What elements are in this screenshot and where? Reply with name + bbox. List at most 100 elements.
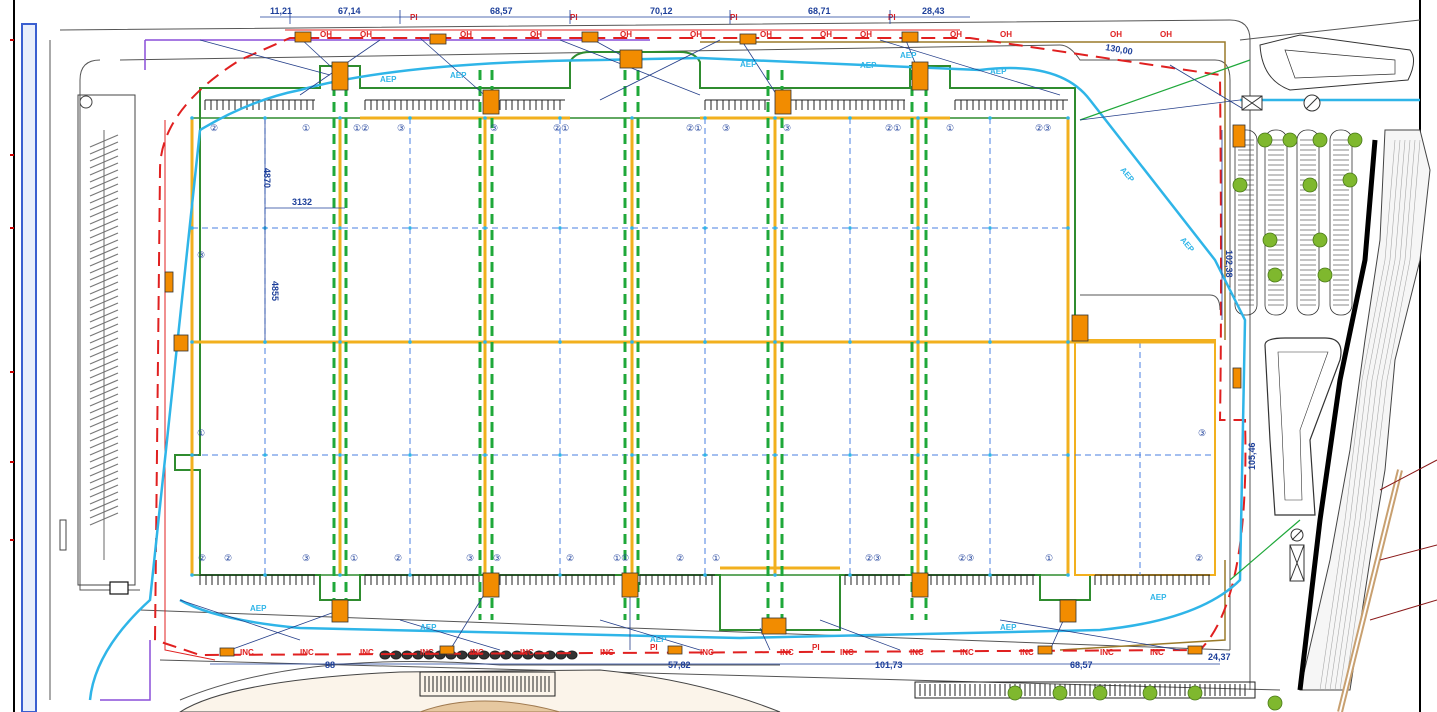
loading-dock-strips — [199, 99, 1210, 585]
vehicle-symbol — [500, 650, 512, 660]
contour-line — [1339, 139, 1416, 691]
top-right-diagonal-dimension: 130,00 — [1105, 42, 1134, 57]
dock-number-top: ③ — [490, 123, 498, 133]
parking-stall-line — [89, 498, 119, 512]
drainage-link — [819, 619, 901, 651]
parking-stall-line — [89, 393, 119, 407]
column-point — [408, 453, 412, 457]
parking-stall-line — [89, 344, 119, 358]
top-dimension-4: 68,71 — [808, 6, 831, 16]
dock-number-top: ①② — [353, 123, 369, 133]
equipment-box — [1232, 124, 1246, 148]
column-point — [263, 340, 267, 344]
parking-stall-line — [89, 337, 119, 351]
contour-line — [1324, 139, 1401, 691]
network-label-oh: OH — [320, 30, 332, 39]
network-label-oh: OH — [460, 30, 472, 39]
network-label-oh: OH — [1000, 30, 1012, 39]
parking-stall-line — [89, 295, 119, 309]
dock-number-bottom: ③ — [493, 553, 501, 563]
right-dimension-0: 102,38 — [1224, 250, 1234, 278]
parking-stall-line — [89, 267, 119, 281]
network-label-aep: AEP — [1000, 623, 1017, 632]
parking-stall-line — [89, 421, 119, 435]
column-point — [773, 340, 777, 344]
dock-number-bottom: ② — [394, 553, 402, 563]
dock-number-top: ② — [210, 123, 218, 133]
dock-number-top: ③ — [722, 123, 730, 133]
side-number-left-1: ① — [197, 428, 205, 438]
equipment-box — [1059, 599, 1077, 623]
equipment-box — [294, 31, 312, 43]
parking-stall-line — [89, 330, 119, 344]
dock-number-top: ① — [946, 123, 954, 133]
parking-stall-line — [89, 463, 119, 477]
parking-stall-line — [89, 512, 119, 526]
parking-stall-line — [89, 407, 119, 421]
truck-parking-left — [77, 94, 136, 586]
column-point — [848, 453, 852, 457]
top-dimension-3: 70,12 — [650, 6, 673, 16]
fire-main-green-dashed — [332, 70, 928, 620]
parking-stall-line — [89, 155, 119, 169]
network-label-oh: OH — [950, 30, 962, 39]
car-park-right — [1234, 129, 1353, 316]
equipment-box — [619, 49, 643, 69]
network-label-aep: AEP — [380, 75, 397, 84]
equipment-boxes — [164, 31, 1246, 657]
column-point — [848, 116, 852, 120]
top-dimension-5: 28,43 — [922, 6, 945, 16]
network-label-inc: INC — [1100, 648, 1114, 657]
dock-number-top: ②① — [686, 123, 702, 133]
parking-stall-line — [89, 183, 119, 197]
network-label-pi: PI — [410, 13, 418, 22]
equipment-box — [911, 572, 929, 598]
parking-stall-line — [89, 470, 119, 484]
bottom-structure — [419, 671, 556, 697]
brown-boundary — [700, 41, 1226, 651]
meter-symbols — [1241, 94, 1321, 582]
equipment-box — [219, 647, 235, 657]
column-point — [630, 226, 634, 230]
top-dimension-line: 11,21 67,14 68,57 70,12 68,71 28,43 130,… — [260, 6, 1134, 57]
drainage-link — [999, 619, 1181, 651]
network-label-pi: PI — [888, 13, 896, 22]
equipment-box — [331, 599, 349, 623]
drainage-link — [879, 39, 1061, 96]
column-point — [773, 116, 777, 120]
bottom-dimension-3: 68,57 — [1070, 660, 1093, 670]
network-label-inc: INC — [240, 648, 254, 657]
equipment-box — [621, 572, 639, 598]
column-point — [1066, 340, 1070, 344]
network-label-aep: AEP — [250, 604, 267, 613]
column-point — [703, 453, 707, 457]
drainage-link — [179, 599, 301, 641]
parking-stall-line — [89, 442, 119, 456]
column-point — [263, 116, 267, 120]
parking-stall-line — [89, 281, 119, 295]
parking-stall-line — [89, 414, 119, 428]
column-point — [1066, 573, 1070, 577]
column-point — [916, 226, 920, 230]
vehicle-symbol — [489, 650, 501, 660]
parking-stall-line — [89, 288, 119, 302]
network-label-inc: INC — [300, 648, 314, 657]
parking-stall-line — [89, 204, 119, 218]
dock-number-top: ②③ — [1035, 123, 1051, 133]
dock-number-top: ②① — [553, 123, 569, 133]
contour-line — [1344, 139, 1421, 691]
parking-stall-line — [89, 176, 119, 190]
dock-number-bottom: ②③ — [958, 553, 974, 563]
parking-stall-line — [89, 365, 119, 379]
dock-number-bottom: ② — [198, 553, 206, 563]
drainage-link — [229, 609, 341, 651]
network-label-inc: INC — [1150, 648, 1164, 657]
column-point — [558, 340, 562, 344]
column-point — [988, 340, 992, 344]
equipment-box — [1071, 314, 1089, 342]
tree — [1342, 172, 1358, 188]
network-label-inc: INC — [600, 648, 614, 657]
equipment-box — [331, 61, 349, 91]
